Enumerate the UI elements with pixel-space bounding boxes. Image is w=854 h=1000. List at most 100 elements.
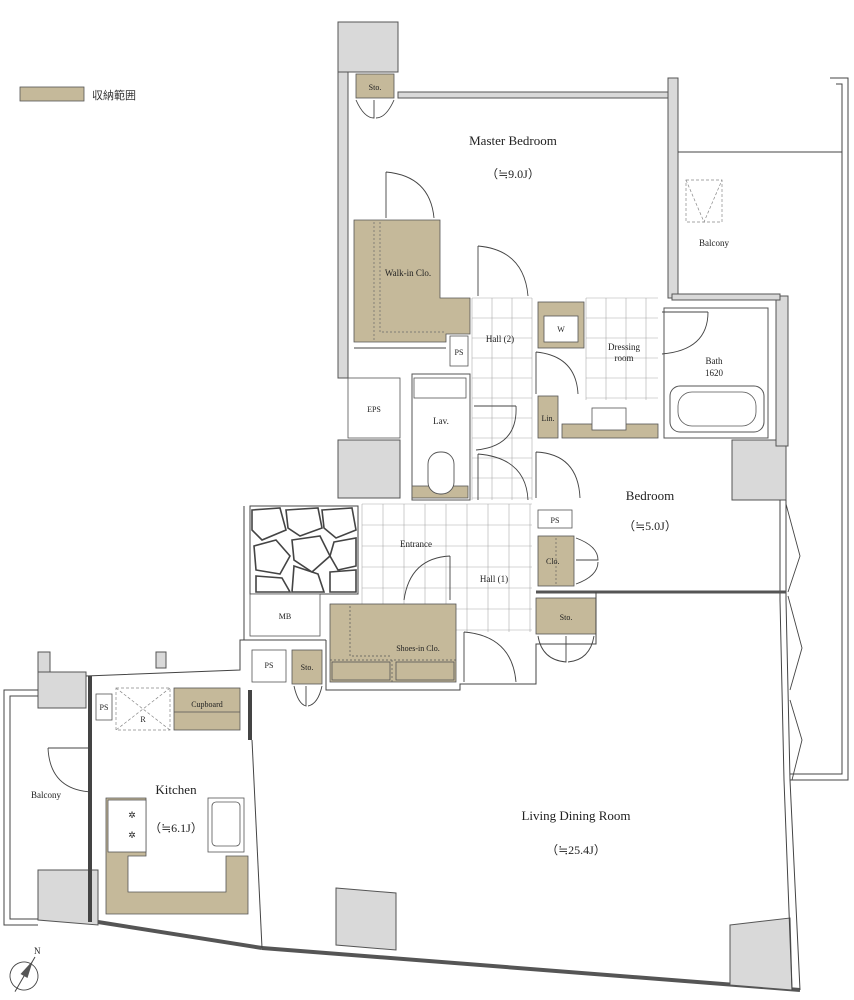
- legend-swatch: [19, 86, 85, 102]
- eps: [347, 377, 401, 439]
- door-kitchen-balcony: [47, 747, 93, 793]
- stone-tile: [291, 564, 326, 593]
- wall-column: [155, 651, 167, 669]
- balcony-rail-west-inner: [9, 695, 38, 920]
- balcony-east: Balcony: [671, 179, 781, 301]
- bedroom-closet-doors: [575, 537, 599, 585]
- storage-bedroom: [535, 597, 597, 635]
- stone-tile: [255, 575, 292, 593]
- ps-kitchen: [95, 693, 113, 721]
- wall-kitchen-top: [85, 639, 326, 677]
- dressing-tiles: [585, 297, 658, 400]
- aircon-unit: [685, 179, 723, 223]
- wall-kitchen-bottom: [97, 920, 263, 950]
- eps-label: EPS: [367, 405, 381, 414]
- stone-floor: [249, 505, 359, 595]
- balcony-rail-east-inner: [790, 83, 843, 775]
- lavatory-counter: [413, 377, 467, 399]
- dressing-room-label: Dressing: [608, 342, 640, 352]
- stone-tile: [329, 569, 357, 593]
- aircon-unit-cross: [685, 179, 723, 223]
- wall-column: [337, 439, 401, 499]
- storage-kitchen: [291, 649, 323, 685]
- stone-tile: [253, 539, 291, 575]
- compass-label: N: [34, 946, 41, 956]
- wall-living-right-inner: [779, 500, 793, 991]
- door-master-closet: [385, 171, 435, 219]
- living-top-wall: [325, 592, 597, 691]
- bathtub-inner: [677, 391, 757, 427]
- storage-top: [355, 73, 395, 99]
- sto-kitchen-label: Sto.: [301, 663, 314, 672]
- wall-column: [335, 887, 397, 951]
- wall-column: [37, 651, 51, 673]
- stove: [107, 799, 147, 853]
- linen-label: Lin.: [541, 414, 554, 423]
- legend-label: 収納範囲: [92, 88, 136, 102]
- master-bedroom-area: Sto. Master Bedroom （≒9.0J） Walk-in Clo.…: [347, 73, 557, 439]
- stone-tile: [251, 507, 287, 541]
- ps-hall: [449, 335, 469, 367]
- balcony-door-frame: [671, 293, 781, 301]
- balcony-east-label: Balcony: [699, 238, 729, 248]
- ps-bedroom: [537, 509, 573, 529]
- storage-bedroom-doors: [537, 635, 595, 663]
- entrance-label: Entrance: [400, 539, 432, 549]
- closet-rail: [373, 222, 446, 340]
- bedroom-closet-label: Clo.: [546, 557, 560, 566]
- living-dining-area: （≒25.4J）: [546, 843, 606, 857]
- wall-segment: [667, 77, 679, 299]
- washer: [543, 315, 579, 343]
- stone-tile: [291, 535, 331, 574]
- shoes-closet-divider: [330, 606, 456, 682]
- bedroom-area: Bedroom （≒5.0J） PS Clo.: [535, 451, 803, 691]
- wall-living-bottom: [261, 946, 801, 992]
- burner: ✲: [128, 810, 136, 820]
- door-bedroom: [535, 451, 581, 499]
- storage-top-doors: [355, 99, 395, 119]
- kitchen-area: （≒6.1J）: [149, 821, 203, 835]
- master-bedroom-area: （≒9.0J）: [486, 167, 540, 181]
- dressing-room-label-2: room: [615, 353, 634, 363]
- lavatory-area: Lav.: [411, 373, 517, 501]
- burner: ✲: [128, 830, 136, 840]
- door-dressing: [535, 351, 579, 395]
- bath-label: Bath: [706, 356, 723, 366]
- hall1-label: Hall (1): [480, 574, 508, 584]
- ps-mb-label: PS: [265, 661, 274, 670]
- sto-bedroom-label: Sto.: [560, 613, 573, 622]
- shoes-in-closet-label: Shoes-in Clo.: [396, 644, 440, 653]
- toilet: [427, 451, 455, 495]
- door-entrance-inner: [403, 555, 451, 601]
- refrigerator-label: R: [140, 715, 146, 724]
- door-hall2: [477, 245, 529, 297]
- refrigerator: [115, 687, 171, 731]
- kitchen-partition-thin: [251, 739, 263, 949]
- walk-in-closet: [353, 219, 471, 343]
- stone-pattern: [251, 507, 357, 593]
- linen-storage: [537, 395, 559, 439]
- entrance-area: Entrance Hall (1) MB Shoes-in Clo. Sto. …: [249, 453, 597, 707]
- shoes-closet-shelf: [395, 661, 455, 681]
- kitchen-area: PS R Cupboard Balcony Kitchen （≒6.1J） ✲ …: [31, 676, 263, 949]
- door-lavatory: [474, 405, 517, 451]
- kitchen-label: Kitchen: [155, 782, 197, 797]
- door-hall1-top: [477, 453, 529, 501]
- living-dining-area: Living Dining Room （≒25.4J）: [325, 592, 803, 857]
- balcony-rail-east: [790, 77, 849, 781]
- window-living: [789, 699, 803, 781]
- ps-bedroom-label: PS: [551, 516, 560, 525]
- ps-mb: [251, 649, 287, 683]
- ps-hall-label: PS: [455, 348, 464, 357]
- bedroom-label: Bedroom: [626, 488, 674, 503]
- balcony-west-label: Balcony: [31, 790, 61, 800]
- hall2-tiles: [471, 297, 533, 500]
- wall-column: [729, 917, 793, 991]
- walk-in-closet-label: Walk-in Clo.: [385, 268, 431, 278]
- lavatory-label: Lav.: [433, 416, 449, 426]
- shoes-in-closet: [329, 603, 457, 683]
- compass-arrow: [20, 960, 33, 978]
- wall-living-right: [785, 500, 801, 991]
- living-dining-label: Living Dining Room: [521, 808, 630, 823]
- mb-label: MB: [279, 612, 291, 621]
